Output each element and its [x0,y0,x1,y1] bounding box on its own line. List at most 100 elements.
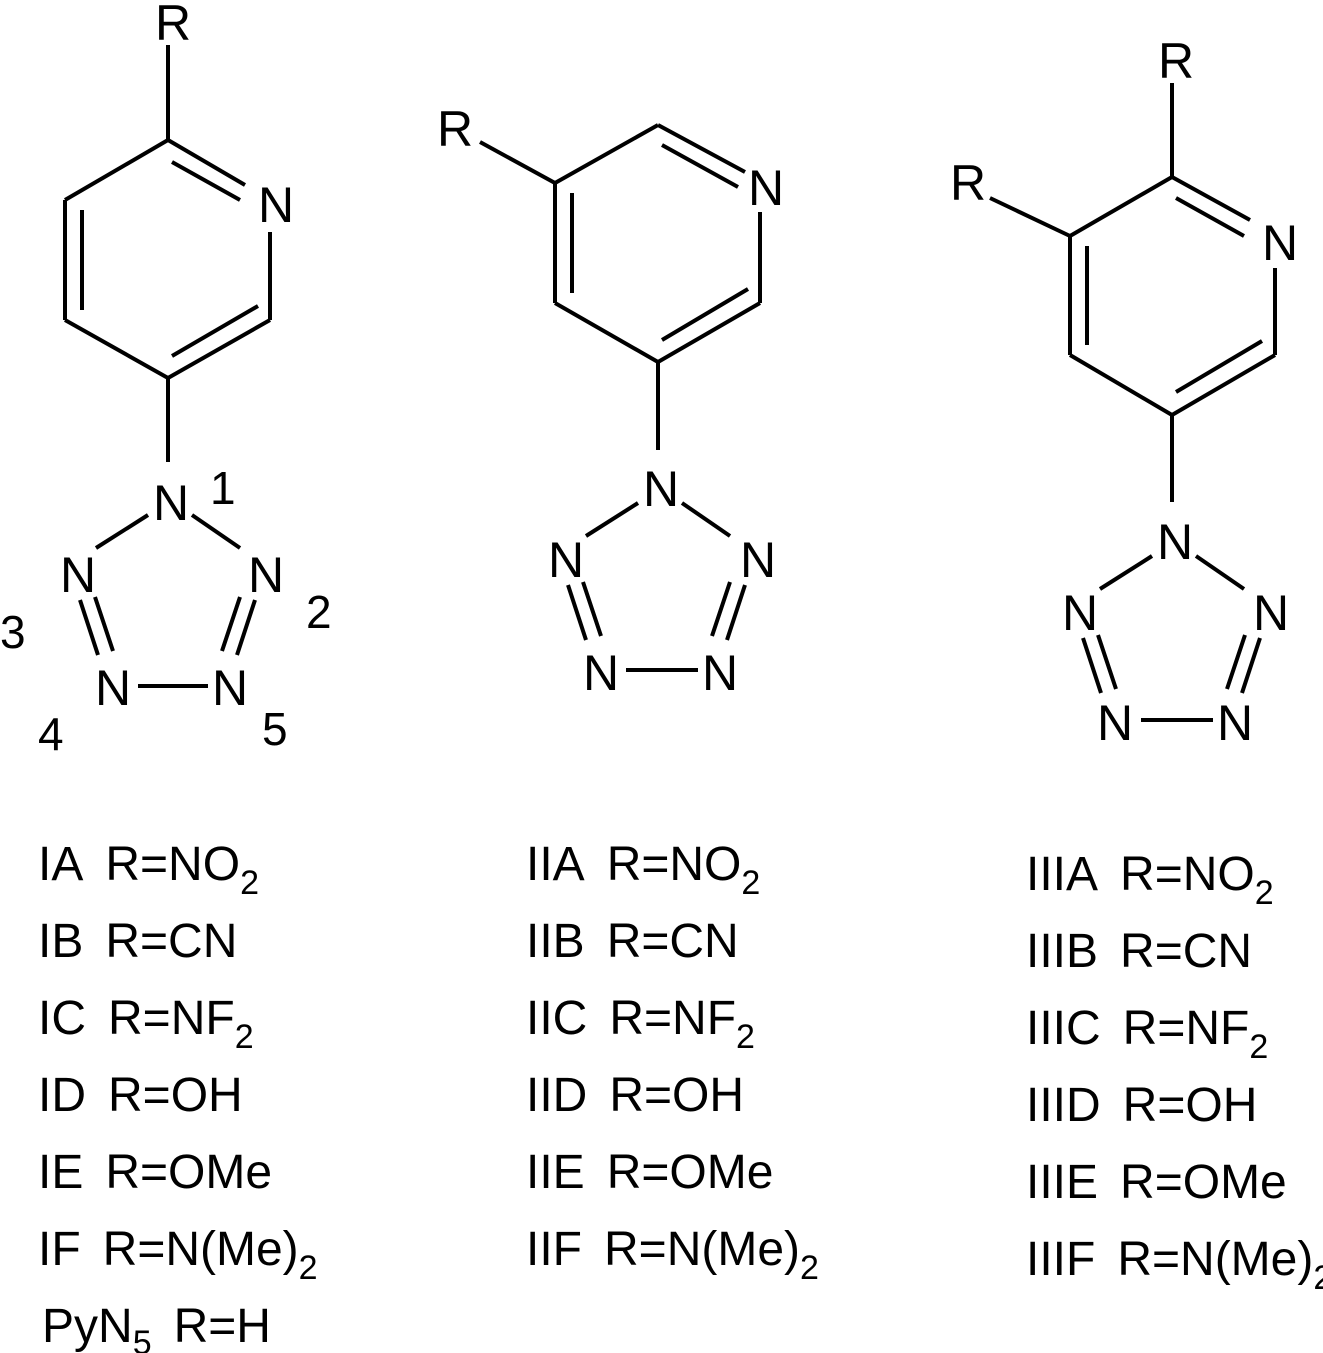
substituent-subscript: 2 [1313,1259,1323,1297]
tetrazole-n1: N [643,461,679,517]
compound-label-iia: IIA R=NO2 [526,838,760,902]
r-substituent: R [155,0,191,51]
substituent-text: R=OH [609,1069,744,1122]
substituent-text: R=N(Me) [604,1223,800,1276]
substituent-text: R=OMe [1120,1156,1287,1209]
compound-code: IIID [1026,1079,1101,1132]
compound-label-ia: IA R=NO2 [38,838,259,902]
compound-code: IIIE [1026,1156,1098,1209]
tetrazole-n1: N [1157,514,1193,570]
substituent-text: R=CN [105,915,237,968]
substituent-text: R=OH [108,1069,243,1122]
compound-code: IF [38,1223,81,1276]
substituent-text: R=N(Me) [1117,1233,1313,1286]
compound-label-iiid: IIID R=OH [1026,1079,1257,1132]
substituent-text: R=NO [1120,848,1255,901]
ring-numbering: 1 2 3 4 5 [0,462,332,760]
structure-ii-bonds [479,123,762,672]
substituent-subscript: 2 [235,1018,254,1056]
compound-label-ic: IC R=NF2 [38,992,254,1056]
structure-i-bonds [63,45,272,688]
compound-code: IIC [526,992,587,1045]
compound-code-subscript: 5 [133,1324,152,1353]
compound-code: PyN [42,1300,133,1353]
compound-code: IE [38,1146,83,1199]
structure-i: R N N N N N N 1 2 3 4 5 [0,0,332,760]
position-number-5: 5 [262,703,288,755]
compound-label-if: IF R=N(Me)2 [38,1223,318,1287]
substituent-text: R=OMe [607,1146,774,1199]
substituent-subscript: 2 [240,864,259,902]
compound-code: IIIB [1026,925,1098,978]
structure-iii: R R N N N N N N [950,33,1298,751]
tetrazole-n5: N [212,660,248,716]
substituent-text: R=H [174,1300,271,1353]
compound-label-id: ID R=OH [38,1069,243,1122]
substituent-subscript: 2 [1249,1028,1268,1066]
tetrazole-n3: N [60,547,96,603]
tetrazole-n4: N [583,645,619,701]
structure-i-atoms: R N N N N N N [60,0,294,716]
substituent-text: R=NF [1123,1002,1250,1055]
compound-code: IIE [526,1146,585,1199]
tetrazole-n4: N [1097,695,1133,751]
structure-iii-atoms: R R N N N N N N [950,33,1298,751]
substituent-text: R=N(Me) [103,1223,299,1276]
compound-code: IIF [526,1223,582,1276]
position-number-3: 3 [0,606,26,658]
substituent-text: R=NF [609,992,736,1045]
compound-label-pyn5: PyN5 R=H [42,1300,271,1353]
position-number-4: 4 [38,708,64,760]
compound-code: IIIA [1026,848,1098,901]
structure-iii-bonds [989,83,1277,722]
compound-code: IA [38,838,83,891]
pyridine-nitrogen: N [748,160,784,216]
compound-code: IB [38,915,83,968]
compound-code: IIIC [1026,1002,1101,1055]
compound-code: IIB [526,915,585,968]
compound-label-iie: IIE R=OMe [526,1146,773,1199]
tetrazole-n2: N [1253,585,1289,641]
substituent-text: R=CN [607,915,739,968]
r-substituent: R [437,101,473,157]
substituent-text: R=NF [108,992,235,1045]
tetrazole-n3: N [1062,585,1098,641]
compound-label-iid: IID R=OH [526,1069,744,1122]
tetrazole-n5: N [702,645,738,701]
compound-label-iiif: IIIF R=N(Me)2 [1026,1233,1323,1297]
pyridine-nitrogen: N [258,177,294,233]
compound-code: IC [38,992,86,1045]
compound-label-iiia: IIIA R=NO2 [1026,848,1274,912]
tetrazole-n3: N [548,532,584,588]
compound-code: IID [526,1069,587,1122]
compound-label-iiic: IIIC R=NF2 [1026,1002,1268,1066]
substituent-text: R=NO [105,838,240,891]
structure-ii-atoms: R N N N N N N [437,101,784,701]
tetrazole-n2: N [740,532,776,588]
substituent-text: R=OH [1123,1079,1258,1132]
compound-label-pyn5: PyN5 R=H [42,1300,271,1353]
compound-code: ID [38,1069,86,1122]
compound-code: IIIF [1026,1233,1095,1286]
substituent-subscript: 2 [299,1249,318,1287]
r-substituent-left: R [950,155,986,211]
compound-label-ib: IB R=CN [38,915,237,968]
tetrazole-n1: N [153,475,189,531]
r-substituent-top: R [1158,33,1194,89]
tetrazole-n4: N [95,660,131,716]
substituent-text: R=NO [607,838,742,891]
substituent-text: R=CN [1120,925,1252,978]
structure-ii: R N N N N N N [437,101,784,701]
compound-code: IIA [526,838,585,891]
compound-label-iiie: IIIE R=OMe [1026,1156,1287,1209]
substituent-subscript: 2 [741,864,760,902]
compound-label-iib: IIB R=CN [526,915,739,968]
substituent-subscript: 2 [1255,874,1274,912]
